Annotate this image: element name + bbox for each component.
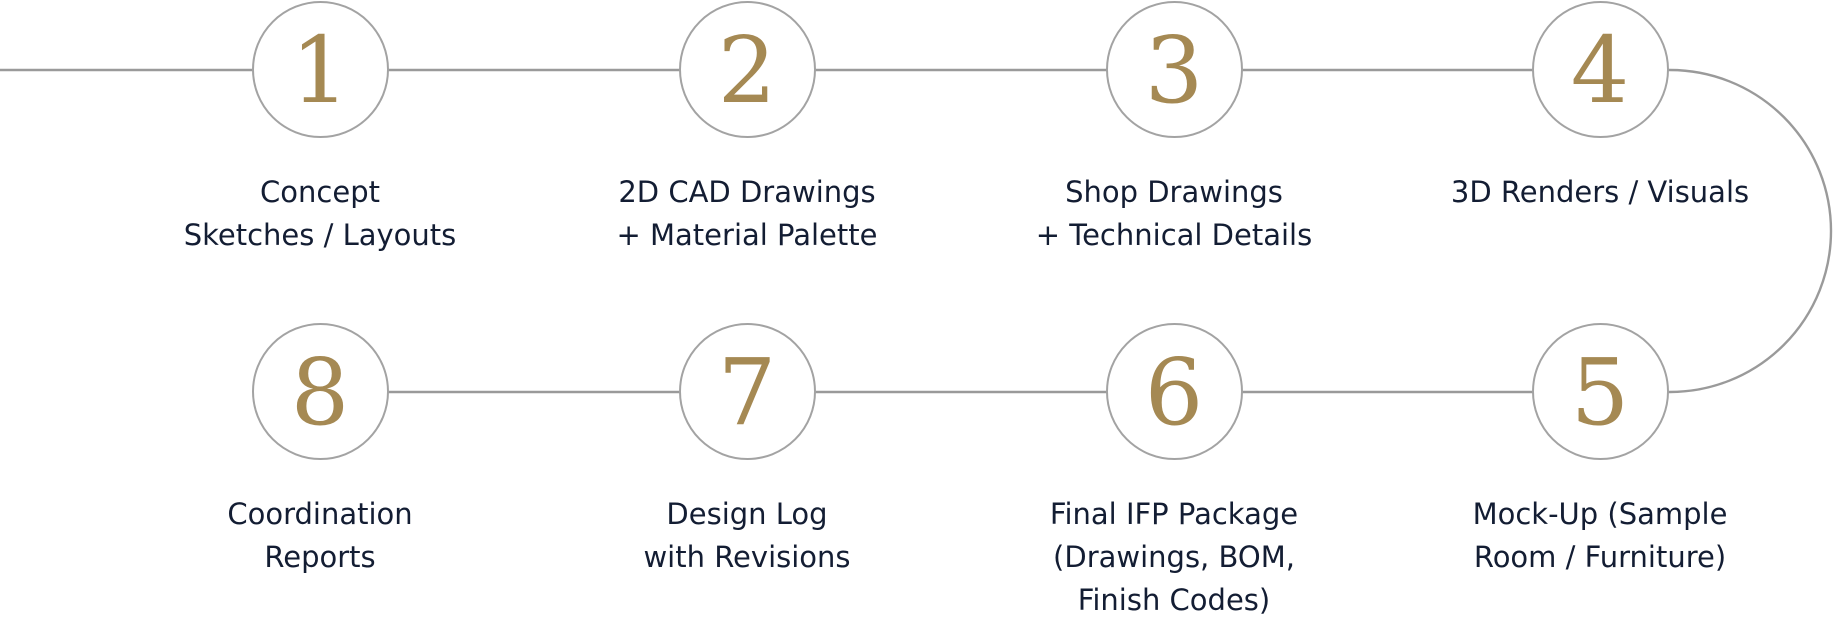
step-4-number: 4	[1570, 16, 1630, 124]
step-2-label-line: + Material Palette	[616, 218, 878, 252]
step-4: 4 3D Renders / Visuals	[1430, 1, 1770, 214]
step-3-number-circle: 3	[1105, 1, 1243, 138]
step-6-number: 6	[1144, 338, 1204, 446]
step-2-number-circle: 2	[678, 1, 816, 138]
step-6-label: Final IFP Package (Drawings, BOM, Finish…	[1004, 493, 1344, 622]
step-6-label-line: Finish Codes)	[1077, 583, 1271, 617]
row-turn-connector-curve	[1669, 68, 1833, 394]
step-8-label: Coordination Reports	[150, 493, 490, 579]
step-4-label-line: 3D Renders / Visuals	[1450, 175, 1750, 209]
step-3-label-line: + Technical Details	[1035, 218, 1313, 252]
step-7-label-line: Design Log	[666, 497, 828, 531]
step-3: 3 Shop Drawings + Technical Details	[1004, 1, 1344, 257]
step-1-number: 1	[290, 16, 350, 124]
step-8-number: 8	[290, 338, 350, 446]
step-6-number-circle: 6	[1105, 323, 1243, 460]
step-2-label-line: 2D CAD Drawings	[618, 175, 876, 209]
step-3-label-line: Shop Drawings	[1065, 175, 1283, 209]
step-8-number-circle: 8	[251, 323, 389, 460]
step-1: 1 Concept Sketches / Layouts	[150, 1, 490, 257]
step-2-label: 2D CAD Drawings + Material Palette	[577, 171, 917, 257]
step-8-label-line: Reports	[264, 540, 376, 574]
step-7-number: 7	[717, 338, 777, 446]
step-8: 8 Coordination Reports	[150, 323, 490, 579]
step-7-label-line: with Revisions	[643, 540, 851, 574]
step-5-label: Mock-Up (Sample Room / Furniture)	[1430, 493, 1770, 579]
step-4-label: 3D Renders / Visuals	[1430, 171, 1770, 214]
step-7: 7 Design Log with Revisions	[577, 323, 917, 579]
step-6: 6 Final IFP Package (Drawings, BOM, Fini…	[1004, 323, 1344, 622]
step-5-number: 5	[1570, 338, 1630, 446]
step-1-label-line: Concept	[260, 175, 380, 209]
step-1-label-line: Sketches / Layouts	[183, 218, 457, 252]
step-8-label-line: Coordination	[227, 497, 413, 531]
step-7-number-circle: 7	[678, 323, 816, 460]
step-6-label-line: (Drawings, BOM,	[1053, 540, 1295, 574]
step-5-number-circle: 5	[1531, 323, 1669, 460]
step-3-label: Shop Drawings + Technical Details	[1004, 171, 1344, 257]
step-1-label: Concept Sketches / Layouts	[150, 171, 490, 257]
step-5-label-line: Room / Furniture)	[1473, 540, 1727, 574]
step-6-label-line: Final IFP Package	[1049, 497, 1299, 531]
step-4-number-circle: 4	[1531, 1, 1669, 138]
step-1-number-circle: 1	[251, 1, 389, 138]
step-3-number: 3	[1144, 16, 1204, 124]
step-2: 2 2D CAD Drawings + Material Palette	[577, 1, 917, 257]
step-5-label-line: Mock-Up (Sample	[1472, 497, 1728, 531]
step-5: 5 Mock-Up (Sample Room / Furniture)	[1430, 323, 1770, 579]
step-2-number: 2	[717, 16, 777, 124]
step-7-label: Design Log with Revisions	[577, 493, 917, 579]
